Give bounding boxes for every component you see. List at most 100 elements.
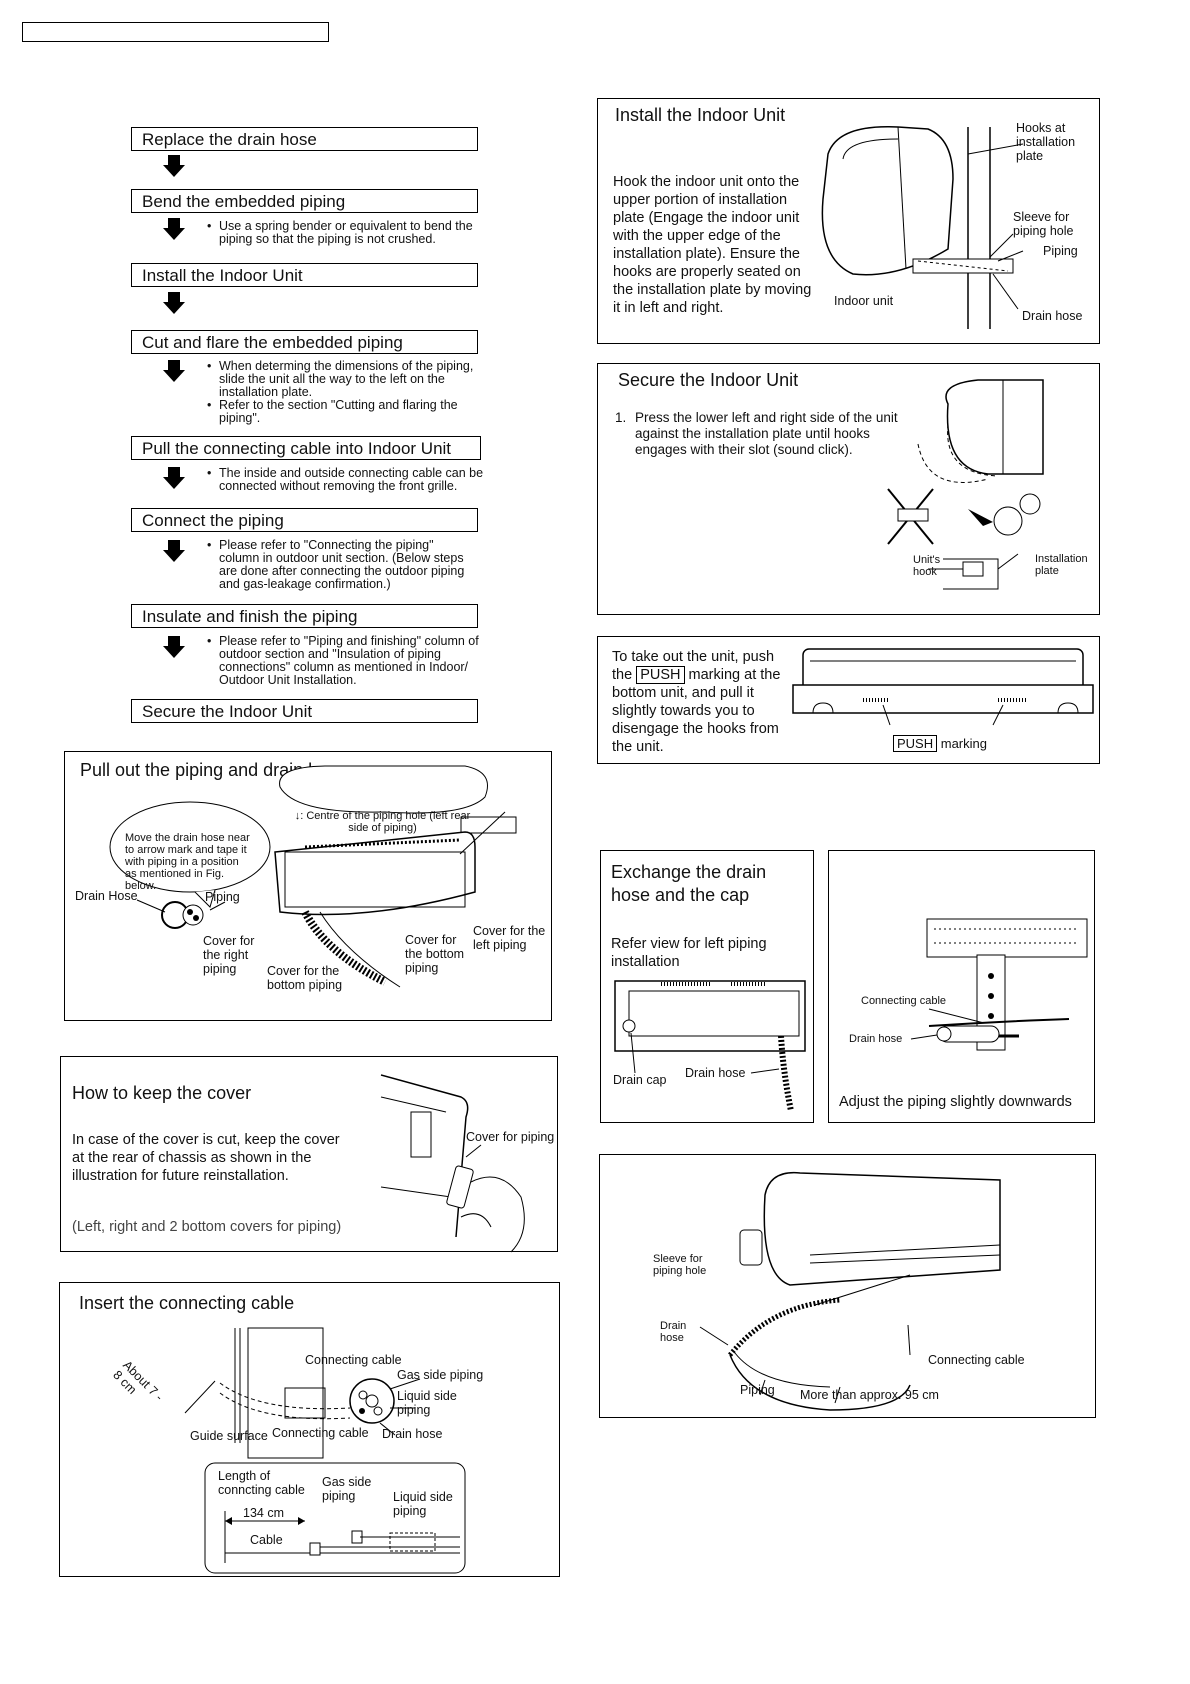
inset-dim-label: 134 cm [243, 1506, 284, 1520]
down-arrow-icon [163, 540, 185, 562]
adjust-caption: Adjust the piping slightly downwards [839, 1094, 1072, 1110]
keepcover-panel: How to keep the cover In case of the cov… [60, 1056, 558, 1253]
header-box [22, 22, 329, 42]
push-mark-text: PUSH [636, 666, 685, 684]
push-marking-illustration [792, 648, 1094, 726]
inset-liquid-label: Liquid side piping [393, 1490, 453, 1518]
label-connecting-cable: Connecting cable [928, 1353, 1025, 1367]
label-sleeve: Sleeve for piping hole [1013, 210, 1074, 238]
note-pull: The inside and outside connecting cable … [207, 467, 492, 493]
inset-gas-label: Gas side piping [322, 1475, 372, 1503]
label-cover-for-piping: Cover for piping [466, 1130, 555, 1144]
label-drain-cap: Drain cap [613, 1073, 667, 1087]
indoor-unit-hooking-illustration [821, 125, 1024, 329]
note-connect: Please refer to "Connecting the piping" … [207, 539, 477, 591]
takeout-text-a: To take out the unit, push the [612, 649, 775, 683]
install-panel-text: Hook the indoor unit onto the upper port… [613, 174, 812, 316]
note-cut-item-1: When determing the dimensions of the pip… [207, 360, 489, 399]
note-bend-item: Use a spring bender or equivalent to ben… [207, 220, 482, 246]
label-sleeve: Sleeve for piping hole [653, 1253, 707, 1277]
takeout-text: To take out the unit, push the PUSH mark… [612, 648, 792, 756]
label-installation-plate: Installation plate [1035, 553, 1088, 577]
secure-panel-title: Secure the Indoor Unit [618, 370, 799, 390]
label-indoor-unit: Indoor unit [834, 294, 894, 308]
pullout-panel: Pull out the piping and drain hose Move … [64, 751, 552, 1021]
label-length: More than approx. 95 cm [800, 1388, 939, 1402]
exchange-panel: Exchange the drain hose and the cap Refe… [600, 850, 814, 1123]
label-cover-left: Cover for the left piping [473, 924, 546, 952]
secure-item-number: 1. [615, 410, 627, 425]
step-bend-piping: Bend the embedded piping [131, 189, 478, 213]
cable-panel: Insert the connecting cable About 7 - 8 … [59, 1282, 560, 1577]
exchange-panel-text: Refer view for left piping installation [611, 936, 767, 970]
note-cut: When determing the dimensions of the pip… [207, 360, 489, 425]
label-piping: Piping [205, 890, 240, 904]
keepcover-illustration [380, 1074, 525, 1253]
step-pull-cable: Pull the connecting cable into Indoor Un… [131, 436, 481, 460]
keepcover-panel-text: In case of the cover is cut, keep the co… [72, 1132, 340, 1184]
label-drain-hose: Drain hose [660, 1320, 687, 1344]
step-replace-drain-hose: Replace the drain hose [131, 127, 478, 151]
step-insulate: Insulate and finish the piping [131, 604, 478, 628]
label-piping: Piping [1043, 244, 1078, 258]
label-drain-hose: Drain hose [382, 1427, 443, 1441]
down-arrow-icon [163, 292, 185, 314]
secure-unit-illustration [887, 379, 1044, 590]
note-bend: Use a spring bender or equivalent to ben… [207, 220, 482, 246]
pullout-illustration [109, 765, 517, 988]
cable-panel-title: Insert the connecting cable [79, 1293, 295, 1313]
push-marking-word: marking [940, 736, 987, 751]
label-connecting-cable: Connecting cable [861, 995, 947, 1007]
label-connecting-cable-top: Connecting cable [305, 1353, 402, 1367]
down-arrow-icon [163, 467, 185, 489]
step-cut-flare: Cut and flare the embedded piping [131, 330, 478, 354]
label-units-hook: Unit's hook [913, 554, 941, 578]
pullout-centre-text: ↓: Centre of the piping hole (left rear … [294, 810, 471, 834]
step-secure-indoor-unit: Secure the Indoor Unit [131, 699, 478, 723]
adjust-panel: Connecting cable Drain hose Adjust the p… [828, 850, 1095, 1123]
push-marking-box: PUSH [893, 735, 938, 752]
note-pull-item: The inside and outside connecting cable … [207, 467, 492, 493]
label-drain-hose: Drain hose [1022, 309, 1083, 323]
exchange-panel-title: Exchange the drain hose and the cap [611, 862, 767, 905]
label-gas-side: Gas side piping [397, 1368, 484, 1382]
pullout-panel-title: Pull out the piping and drain hose [80, 760, 348, 780]
label-liquid-side: Liquid side piping [397, 1389, 457, 1417]
push-marking-label: PUSH marking [893, 735, 987, 752]
takeout-text-b: marking at the bottom unit, and pull it … [612, 667, 781, 755]
down-arrow-icon [163, 155, 185, 177]
label-cover-bottom: Cover for the bottom piping [405, 933, 465, 975]
label-hooks: Hooks at installation plate [1016, 121, 1076, 163]
inset-length-label: Length of conncting cable [218, 1469, 305, 1497]
note-cut-item-2: Refer to the section "Cutting and flarin… [207, 399, 489, 425]
sleeve-illustration [699, 1171, 1001, 1411]
secure-item-text: Press the lower left and right side of t… [635, 410, 898, 457]
note-insulate: Please refer to "Piping and finishing" c… [207, 635, 485, 687]
note-insulate-item: Please refer to "Piping and finishing" c… [207, 635, 485, 687]
takeout-panel: To take out the unit, push the PUSH mark… [597, 636, 1100, 764]
step-connect-piping: Connect the piping [131, 508, 478, 532]
exchange-illustration [614, 980, 806, 1112]
label-drain-hose: Drain hose [849, 1033, 903, 1045]
down-arrow-icon [163, 636, 185, 658]
label-guide-surface: Guide surface [190, 1429, 268, 1443]
step-install-indoor-unit: Install the Indoor Unit [131, 263, 478, 287]
label-piping: Piping [740, 1383, 775, 1397]
install-panel-title: Install the Indoor Unit [615, 105, 786, 125]
pullout-bubble-text: Move the drain hose near to arrow mark a… [125, 832, 250, 892]
keepcover-panel-note: (Left, right and 2 bottom covers for pip… [72, 1219, 342, 1235]
install-panel: Install the Indoor Unit Hook the indoor … [597, 98, 1100, 344]
sleeve-panel: Sleeve for piping hole Drain hose Connec… [599, 1154, 1096, 1418]
keepcover-panel-title: How to keep the cover [72, 1083, 252, 1103]
down-arrow-icon [163, 360, 185, 382]
note-connect-item: Please refer to "Connecting the piping" … [207, 539, 477, 591]
label-cover-bottom-piping: Cover for the bottom piping [267, 964, 343, 992]
label-drain-hose: Drain Hose [75, 889, 138, 903]
cable-illustration [184, 1327, 466, 1574]
label-cover-right: Cover for the right piping [203, 934, 255, 976]
label-drain-hose: Drain hose [685, 1066, 746, 1080]
down-arrow-icon [163, 218, 185, 240]
secure-panel: Secure the Indoor Unit 1. Press the lowe… [597, 363, 1100, 615]
adjust-illustration [910, 918, 1088, 1051]
label-connecting-cable-bottom: Connecting cable [272, 1426, 369, 1440]
